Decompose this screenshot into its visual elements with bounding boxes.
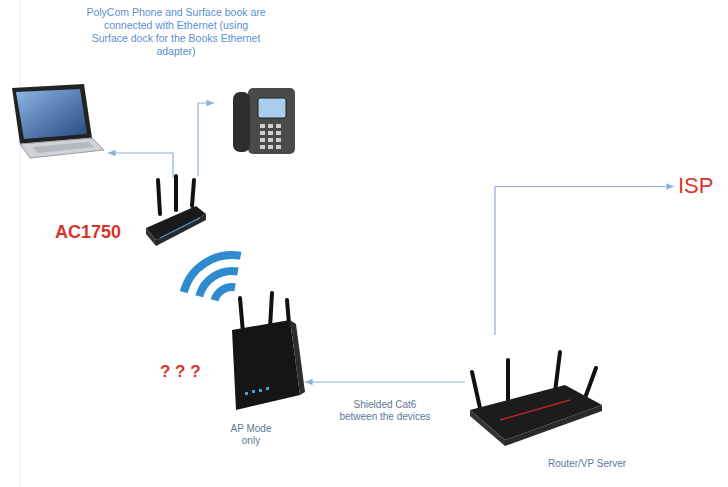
- ac1750-router-icon: [146, 176, 206, 246]
- device-label: Router/VP Server: [548, 458, 626, 470]
- connector-label: Shielded Cat6 between the devices: [335, 398, 435, 424]
- isp-label: ISP: [678, 174, 713, 198]
- desk-phone-icon: [233, 88, 295, 154]
- vpn-router-icon: [470, 352, 602, 446]
- ap-router-icon: [232, 293, 305, 410]
- connector-arrow: [495, 187, 674, 336]
- laptop-icon: [12, 84, 104, 158]
- router-node: AC1750: [50, 175, 207, 248]
- connection-note: PolyCom Phone and Surface book are conne…: [86, 6, 266, 58]
- page-border-line: [20, 0, 21, 487]
- unknown-marker: ? ? ?: [160, 362, 201, 382]
- router-node: Router/VP Server: [465, 335, 629, 475]
- isp-node: ISP: [674, 172, 718, 201]
- mode-note: AP Mode only: [222, 423, 280, 447]
- wifi-waves: [184, 255, 241, 300]
- device-label: AC1750: [55, 222, 121, 242]
- connector-arrow: [305, 381, 465, 382]
- access-point-node: ? ? ? AP Mode only: [155, 290, 305, 450]
- device-arrows: [108, 103, 214, 178]
